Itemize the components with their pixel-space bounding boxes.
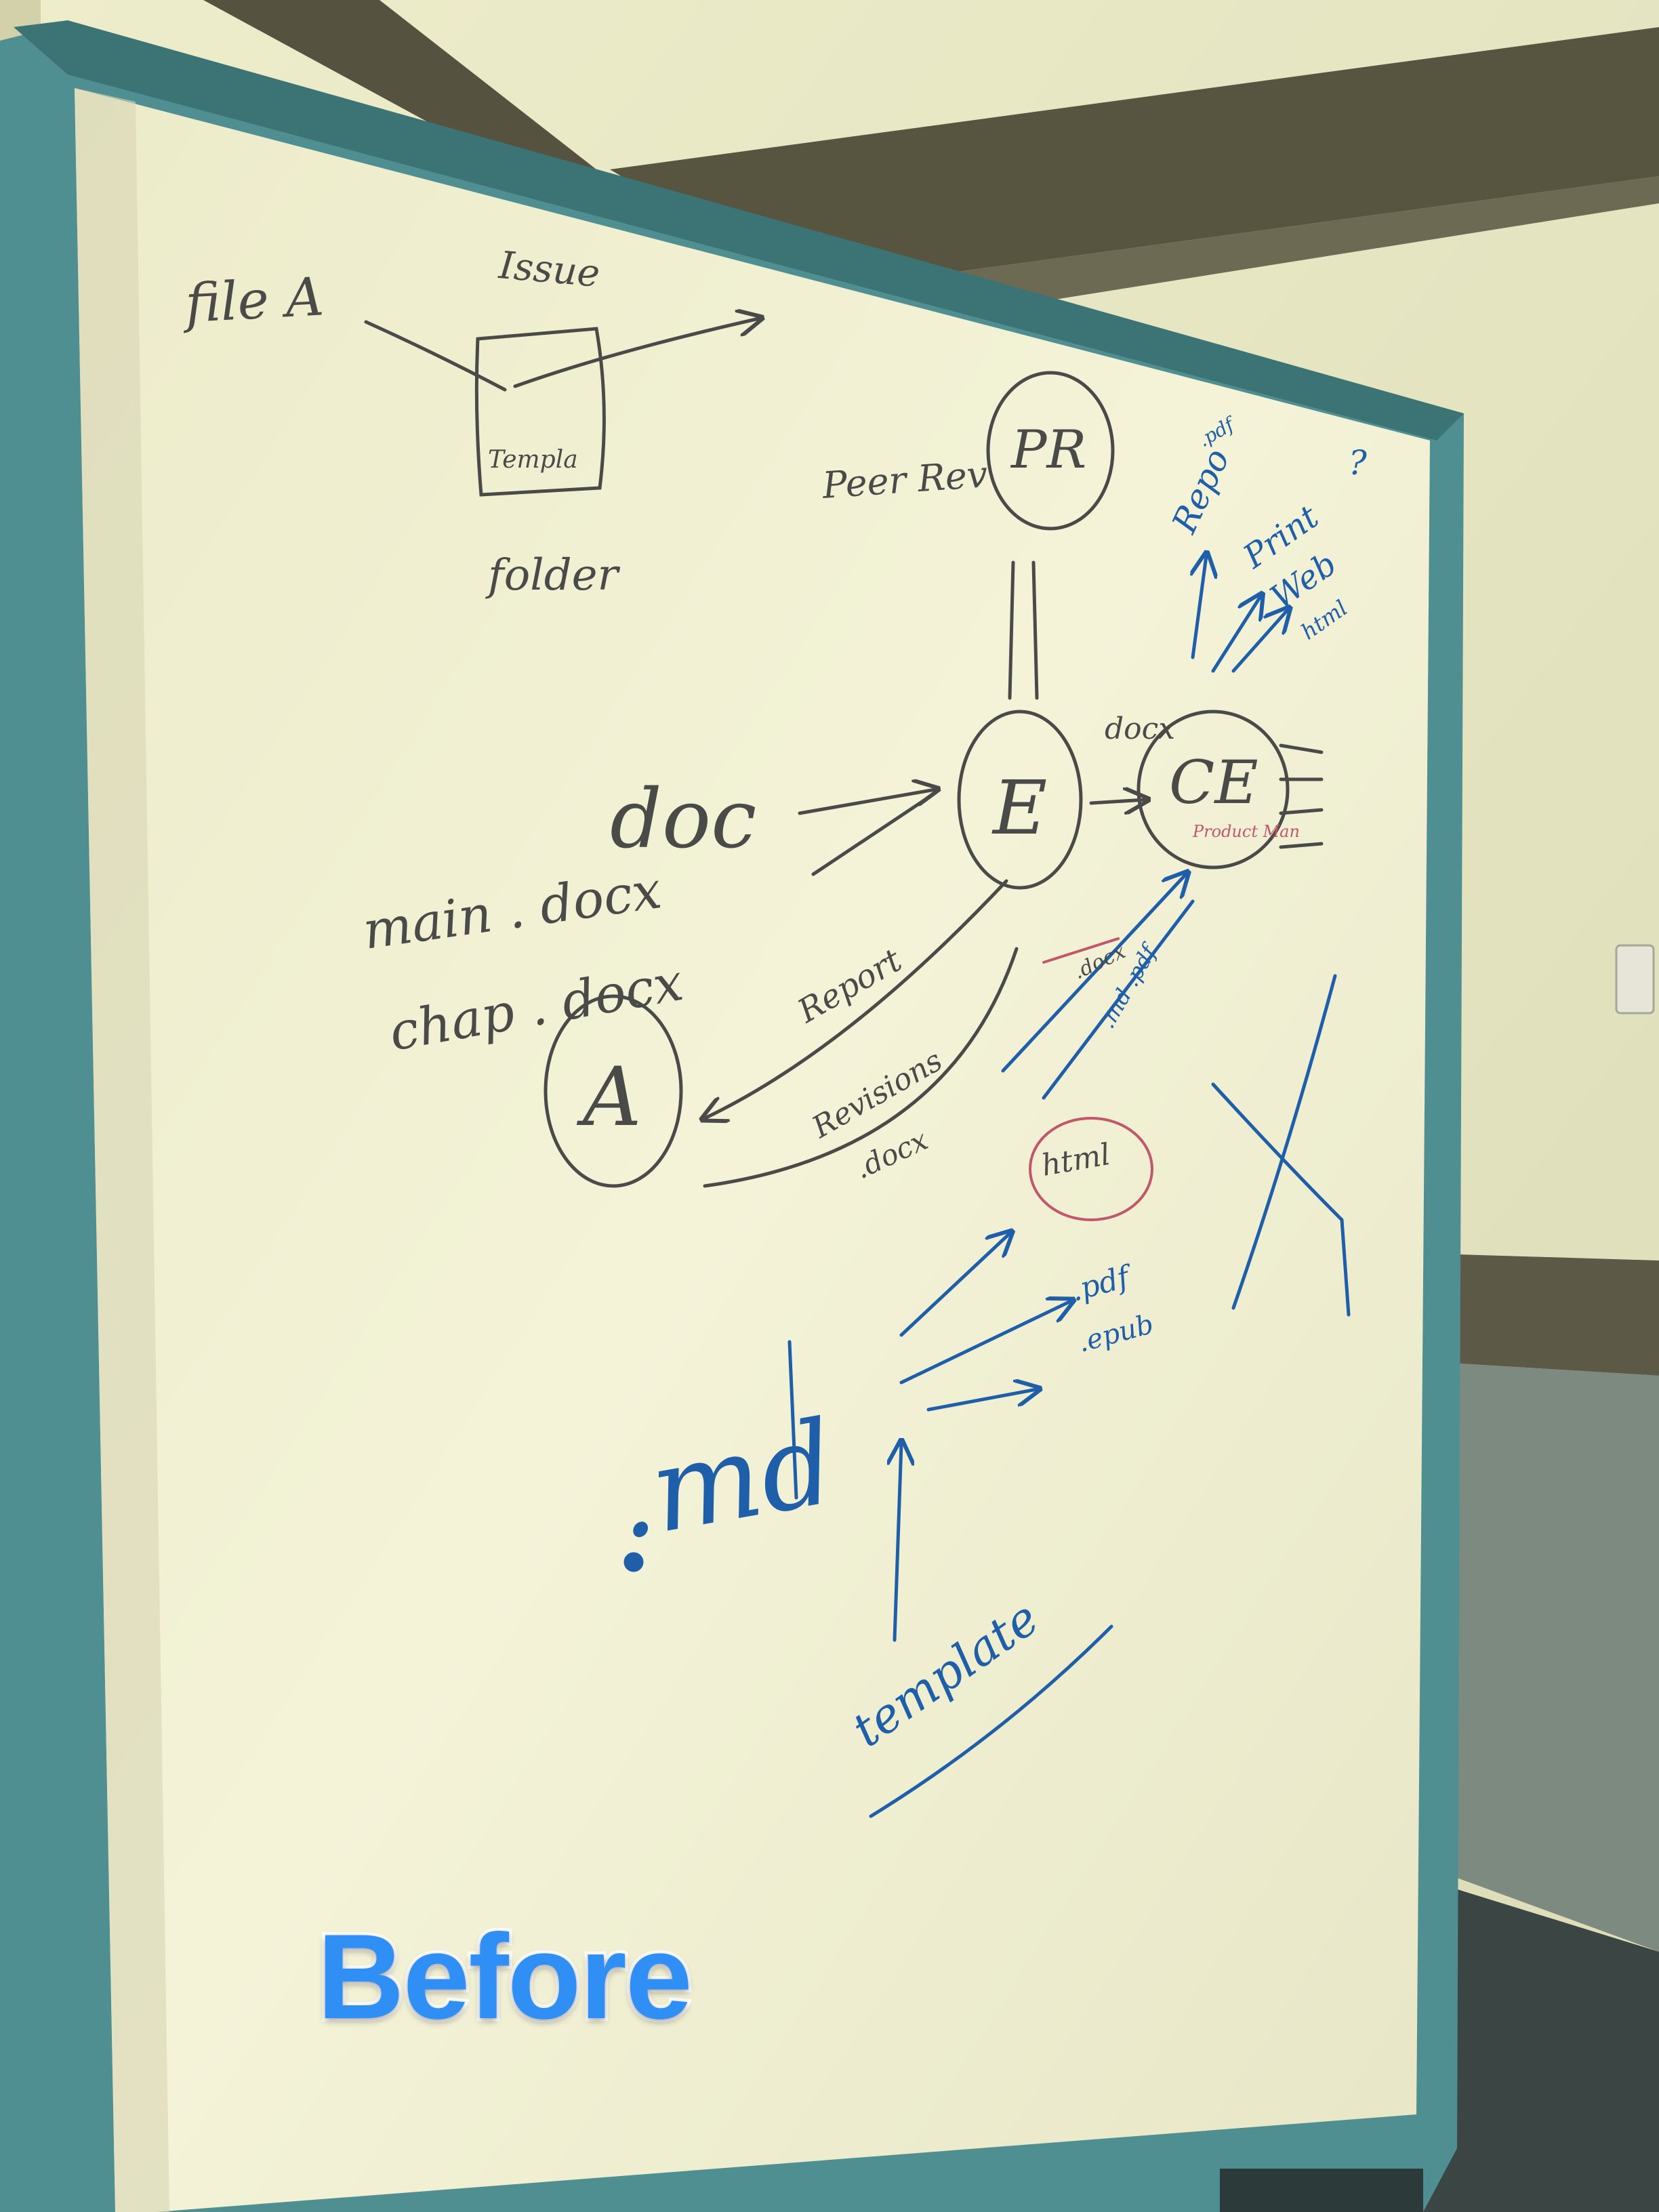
ce-to-html-arrow-2 [1042,899,1195,1100]
thermostat [1615,944,1655,1015]
node-e: E [991,764,1047,851]
file-a-arrow [364,320,507,392]
ceiling-trim [203,0,596,169]
md-arrow-1 [899,1233,1010,1337]
right-lower-wall [1437,1362,1659,1952]
issue-arrow [513,319,759,388]
cross-out-line-2 [1211,1082,1351,1317]
whiteboard [0,20,1464,2212]
e-to-ce-arrow [1089,800,1145,803]
issue-box [474,327,606,497]
pr-circle [986,371,1115,531]
label-question: ? [1349,443,1368,483]
node-ce: CE [1169,747,1258,817]
ce-to-html-arrow-1 [1001,874,1186,1073]
whiteboard-drawing-black [364,319,1324,1188]
template-underline [869,1624,1113,1818]
whiteboard-frame-top [14,20,1464,441]
md-arrow-2 [899,1301,1071,1385]
red-arrow [1042,937,1120,964]
e-to-pr-arrow [1008,560,1015,700]
before-badge: Before [314,1909,696,2044]
doc-to-e-arrow-2 [811,791,937,876]
report-arrow [705,879,1008,1118]
html-circle [1029,1117,1153,1221]
repo-arrow [1193,556,1206,659]
wall-trim-beam-shadow [813,176,1659,319]
node-product: Product Man [1192,822,1300,841]
revisions-arrow [703,947,1019,1188]
pr-to-e-arrow [1031,560,1039,700]
label-issue: Issue [497,243,602,296]
whiteboard-shadow [75,88,169,2212]
label-folder: folder [485,550,621,600]
whiteboard-drawing-red [1029,937,1153,1221]
author-circle [544,994,683,1188]
md-dot [623,1552,644,1572]
md-vertical-stroke [787,1340,798,1500]
label-doc: doc [610,773,756,867]
template-arrow [895,1443,901,1642]
web-arrow [1231,610,1288,673]
right-wainscot [1437,1254,1659,1376]
whiteboard-stand [1220,2169,1423,2212]
label-file-a: file A [180,266,325,335]
node-pr: PR [1010,419,1086,480]
md-arrow-3 [926,1389,1037,1412]
whiteboard-drawing-blue [623,556,1351,1818]
doc-to-e-arrow [798,790,935,815]
editor-circle [957,710,1083,890]
node-a: A [576,1050,642,1145]
print-arrow [1211,596,1261,673]
label-template: Templa [488,446,578,474]
whiteboard-surface [75,88,1430,2212]
ce-lines-right [1279,743,1324,849]
cross-out-line-1 [1231,974,1337,1310]
wall-trim-beam [610,27,1659,291]
label-docx-top: docx [1105,712,1175,746]
